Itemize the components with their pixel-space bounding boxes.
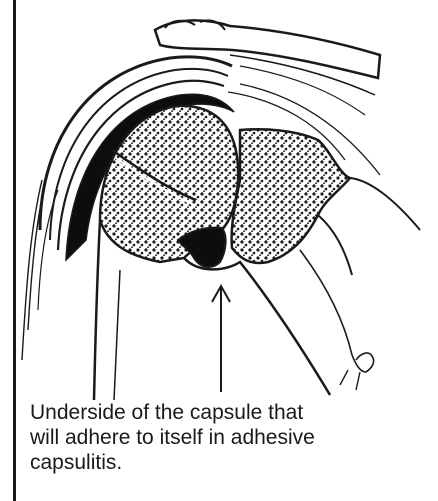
caption-line-1: Underside of the capsule that (30, 400, 425, 425)
arrow-up-icon (212, 286, 230, 392)
caption-line-3: capsulitis. (30, 450, 425, 475)
caption-line-2: will adhere to itself in adhesive (30, 425, 425, 450)
glenoid-icon (232, 129, 420, 390)
figure-caption: Underside of the capsule that will adher… (30, 400, 425, 475)
